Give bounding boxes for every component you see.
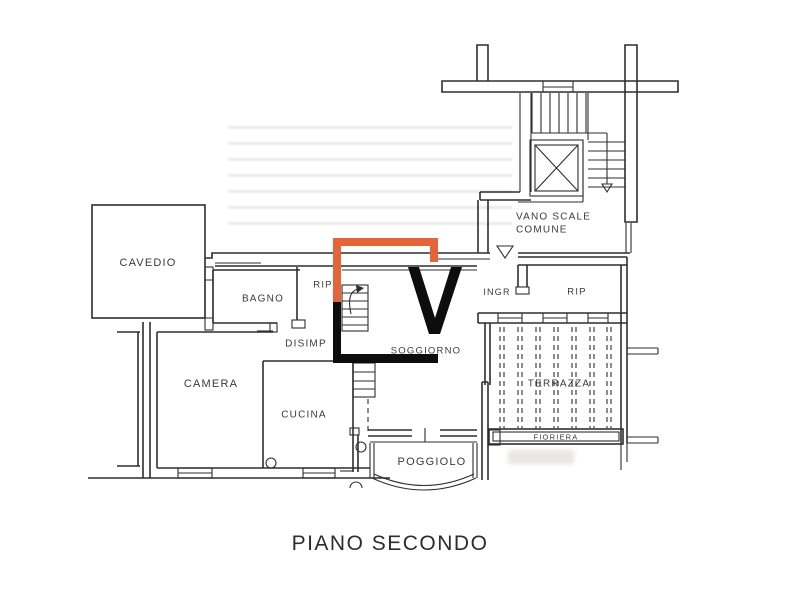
- door-symbols: [257, 322, 367, 489]
- highlight-top-bar: [333, 238, 438, 246]
- room-label-camera: CAMERA: [183, 378, 239, 390]
- stairs-upper-flight: [531, 93, 607, 134]
- room-label-soggiorno: SOGGIORNO: [390, 345, 462, 357]
- room-label-bagno: BAGNO: [241, 293, 285, 305]
- room-label-rip-left: RIP: [313, 279, 333, 291]
- entrance-door-triangle: [495, 245, 515, 259]
- scan-bleed-through-text: [228, 126, 512, 238]
- room-label-poggiolo: POGGIOLO: [397, 456, 467, 468]
- room-label-rip-right: RIP: [567, 286, 587, 298]
- fioriera-planter: [488, 428, 624, 445]
- terrazza-side-wall: [481, 323, 501, 480]
- room-label-vano-scale: VANO SCALE: [516, 211, 592, 223]
- room-label-cavedio: CAVEDIO: [119, 257, 177, 269]
- poggiolo-balcony: [368, 428, 478, 491]
- cavedio-outline: [91, 204, 206, 319]
- terrazza-walls: [477, 312, 627, 324]
- highlight-left-leg-orange: [333, 246, 341, 302]
- stairs-lower-flight: [588, 133, 625, 194]
- room-label-disimp: DISIMP: [285, 338, 327, 350]
- highlight-right-stub: [430, 246, 438, 262]
- room-label-comune: COMUNE: [516, 224, 568, 236]
- highlight-left-leg-black: [333, 302, 341, 363]
- highlight-bottom-bar: [333, 354, 438, 363]
- corridor-walls: [205, 252, 630, 271]
- room-label-fioriera: FIORIERA: [533, 432, 579, 442]
- room-label-terrazza: TERRAZZA: [527, 378, 591, 390]
- letter-v-mark: [408, 267, 462, 334]
- highlight-annotation: [333, 238, 462, 363]
- room-label-ingr: INGR: [483, 287, 511, 297]
- page-title: PIANO SECONDO: [291, 532, 489, 555]
- elevator-box: [529, 139, 584, 197]
- right-wall-stubs: [620, 347, 659, 470]
- room-label-cucina: CUCINA: [281, 409, 327, 421]
- scan-noise-blob: [508, 450, 574, 464]
